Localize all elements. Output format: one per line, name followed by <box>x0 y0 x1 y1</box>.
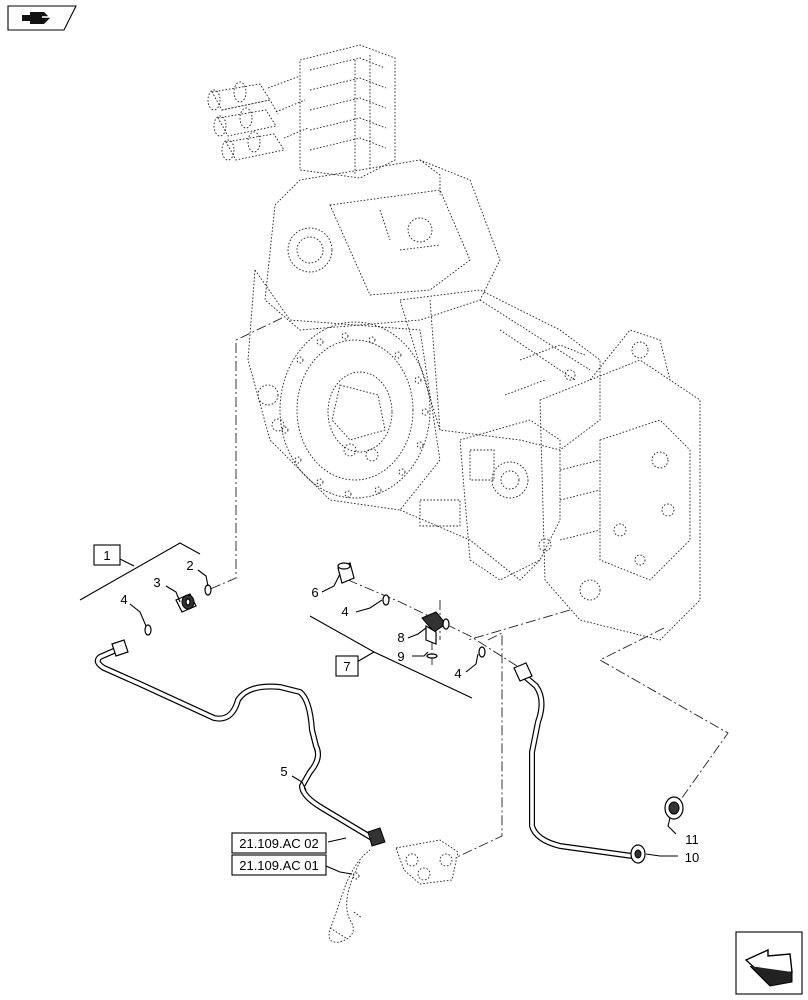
svg-text:7: 7 <box>343 659 350 674</box>
callout-9: 9 <box>397 649 404 664</box>
o-ring-4-middle <box>382 594 390 606</box>
callout-5: 5 <box>280 764 287 779</box>
o-ring-4-left <box>144 624 152 636</box>
reference-link-1[interactable]: 21.109.AC 02 <box>231 832 327 854</box>
callout-10: 10 <box>685 850 699 865</box>
callout-7: 7 <box>335 655 359 677</box>
adapter-3 <box>175 593 197 613</box>
next-page-arrow-icon[interactable] <box>735 931 803 995</box>
group-bracket-1 <box>79 542 201 601</box>
lower-fitting-block <box>328 839 459 943</box>
tube-assembly-10 <box>513 662 646 864</box>
reference-link-2[interactable]: 21.109.AC 01 <box>231 854 327 876</box>
svg-text:21.109.AC 01: 21.109.AC 01 <box>239 858 319 873</box>
o-ring-9 <box>426 653 438 659</box>
svg-text:21.109.AC 02: 21.109.AC 02 <box>239 836 319 851</box>
callout-8: 8 <box>397 630 404 645</box>
cap-6 <box>337 562 355 584</box>
callout-11: 11 <box>685 832 699 847</box>
callout-1: 1 <box>93 544 121 566</box>
callout-4-right: 4 <box>454 666 461 681</box>
callout-3: 3 <box>153 575 160 590</box>
o-ring-4-right <box>478 646 486 658</box>
o-ring-2 <box>204 584 212 596</box>
callout-6: 6 <box>311 585 318 600</box>
tee-fitting-8 <box>421 611 450 645</box>
connector-11 <box>664 796 684 820</box>
callout-4-left: 4 <box>120 592 127 607</box>
hydraulic-line-icon[interactable] <box>7 5 77 31</box>
callout-2: 2 <box>186 558 193 573</box>
callout-4-middle: 4 <box>341 604 348 619</box>
transmission-housing <box>207 44 701 641</box>
leader-lines <box>129 569 678 875</box>
svg-text:1: 1 <box>103 548 110 563</box>
